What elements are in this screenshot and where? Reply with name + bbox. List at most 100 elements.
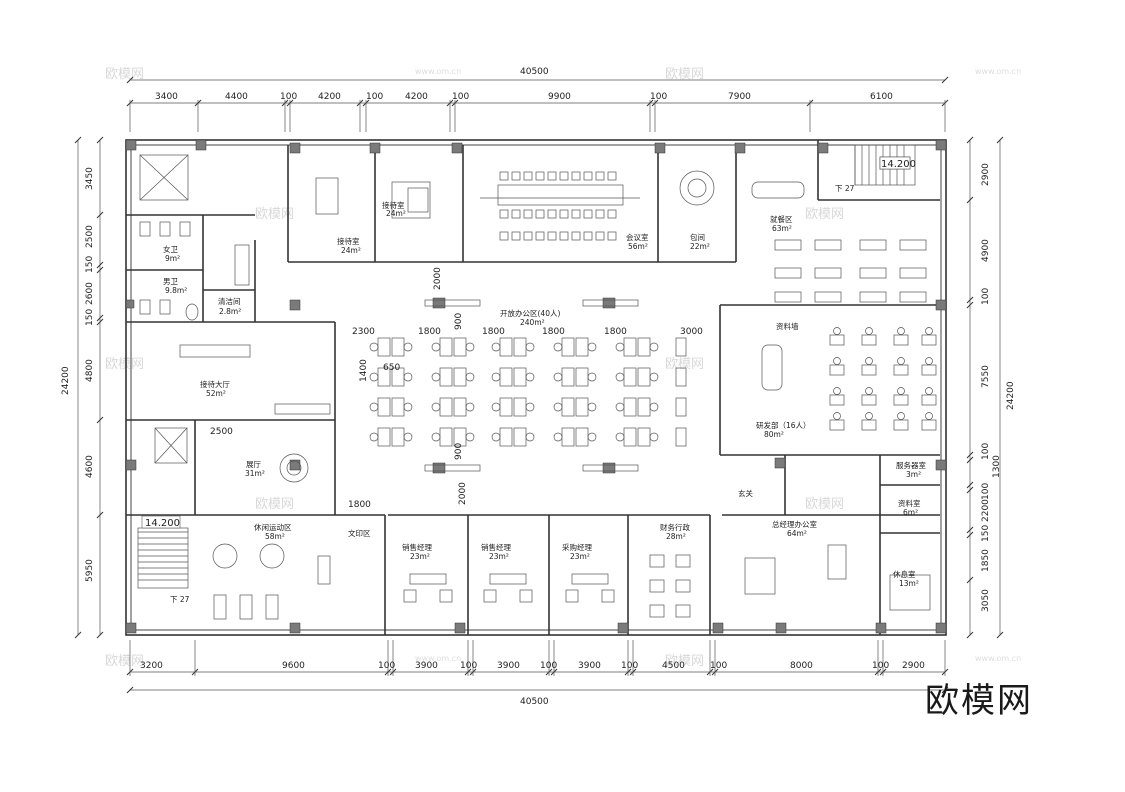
desk [489,573,527,585]
chair [601,589,615,603]
desk [861,364,877,376]
dim-tick [996,136,1004,144]
desk [921,419,937,431]
desk [439,397,453,417]
watermark-brand: 欧模网 [255,207,294,222]
dim-top-seg: 4200 [405,92,428,102]
desk [575,427,589,447]
desk [675,604,691,618]
chair [553,342,563,352]
chair [615,342,625,352]
room-name: 开放办公区(40人) [500,308,560,318]
desk [675,367,687,387]
dim-left-seg: 4600 [85,455,95,478]
dim-top-total: 40500 [520,67,549,77]
dim-right-seg: 2200 [981,499,991,522]
room-name: 包间 [690,232,705,242]
dim-tick [966,631,974,639]
chair [439,589,453,603]
room-name: 玄关 [738,488,753,498]
room-name: 就餐区 [770,214,793,224]
chair [499,171,509,181]
chair [571,231,581,241]
dining-table [814,239,842,251]
chair [431,372,441,382]
dim-inner: 2000 [458,482,468,505]
desk [861,419,877,431]
chair [897,327,905,335]
chair [431,402,441,412]
dim-right-seg: 1850 [981,549,991,572]
desk [637,397,651,417]
desk [829,334,845,346]
dim-top-seg: 3400 [155,92,178,102]
room-area: 80m² [764,430,784,439]
chair [649,402,659,412]
room-area: 23m² [410,552,430,561]
room-area: 63m² [772,224,792,233]
room-name: 资料墙 [776,321,799,331]
chair [925,387,933,395]
dim-inner: 650 [383,363,400,373]
dim-bottom-seg: 100 [710,661,727,671]
chair [615,432,625,442]
chair [833,327,841,335]
dim-left-total: 24200 [61,366,71,395]
room-area: 23m² [570,552,590,561]
dining-table [899,267,927,279]
dim-bottom-seg: 100 [621,661,638,671]
dim-right-seg: 100 [981,443,991,460]
room-name: 采购经理 [562,542,592,552]
watermark-url: www.om.cn [415,67,461,76]
dim-tick [966,576,974,584]
chair [523,209,533,219]
chair [369,372,379,382]
desk [829,394,845,406]
chair [511,209,521,219]
dim-tick [74,631,82,639]
desk [921,394,937,406]
chair [615,402,625,412]
dim-bottom-seg: 100 [460,661,477,671]
outer-walls [125,139,947,636]
desk [453,337,467,357]
dim-bottom-seg: 3200 [140,661,163,671]
desk [921,364,937,376]
chair [565,589,579,603]
chair [499,209,509,219]
dim-inner: 3000 [680,327,703,337]
desk [439,367,453,387]
desk [637,337,651,357]
beams [424,299,639,472]
chair [833,357,841,365]
desk [675,427,687,447]
dim-bottom-seg: 100 [872,661,889,671]
desk [453,367,467,387]
room-area: 52m² [206,389,226,398]
room-area: 56m² [628,242,648,251]
room-name: 接待室 [382,200,405,210]
desk [637,367,651,387]
chair [897,387,905,395]
chair [511,171,521,181]
dim-tick [96,631,104,639]
desk [513,367,527,387]
dim-tick [126,76,134,84]
chair [511,231,521,241]
columns [125,139,947,634]
room-name: 会议室 [626,232,649,242]
dim-bottom-seg: 8000 [790,661,813,671]
dining-table [899,291,927,303]
room-name: 展厅 [246,460,261,469]
desk [409,573,447,585]
chair [595,209,605,219]
dim-tick [96,211,104,219]
dim-left-seg: 3450 [85,167,95,190]
watermark-url: www.om.cn [975,654,1021,663]
dim-tick [941,76,949,84]
room-name: 服务器室 [896,460,926,470]
chair [499,231,509,241]
dining-table [814,291,842,303]
room-name: 女卫 [163,244,178,254]
room-name: 文印区 [348,528,371,538]
